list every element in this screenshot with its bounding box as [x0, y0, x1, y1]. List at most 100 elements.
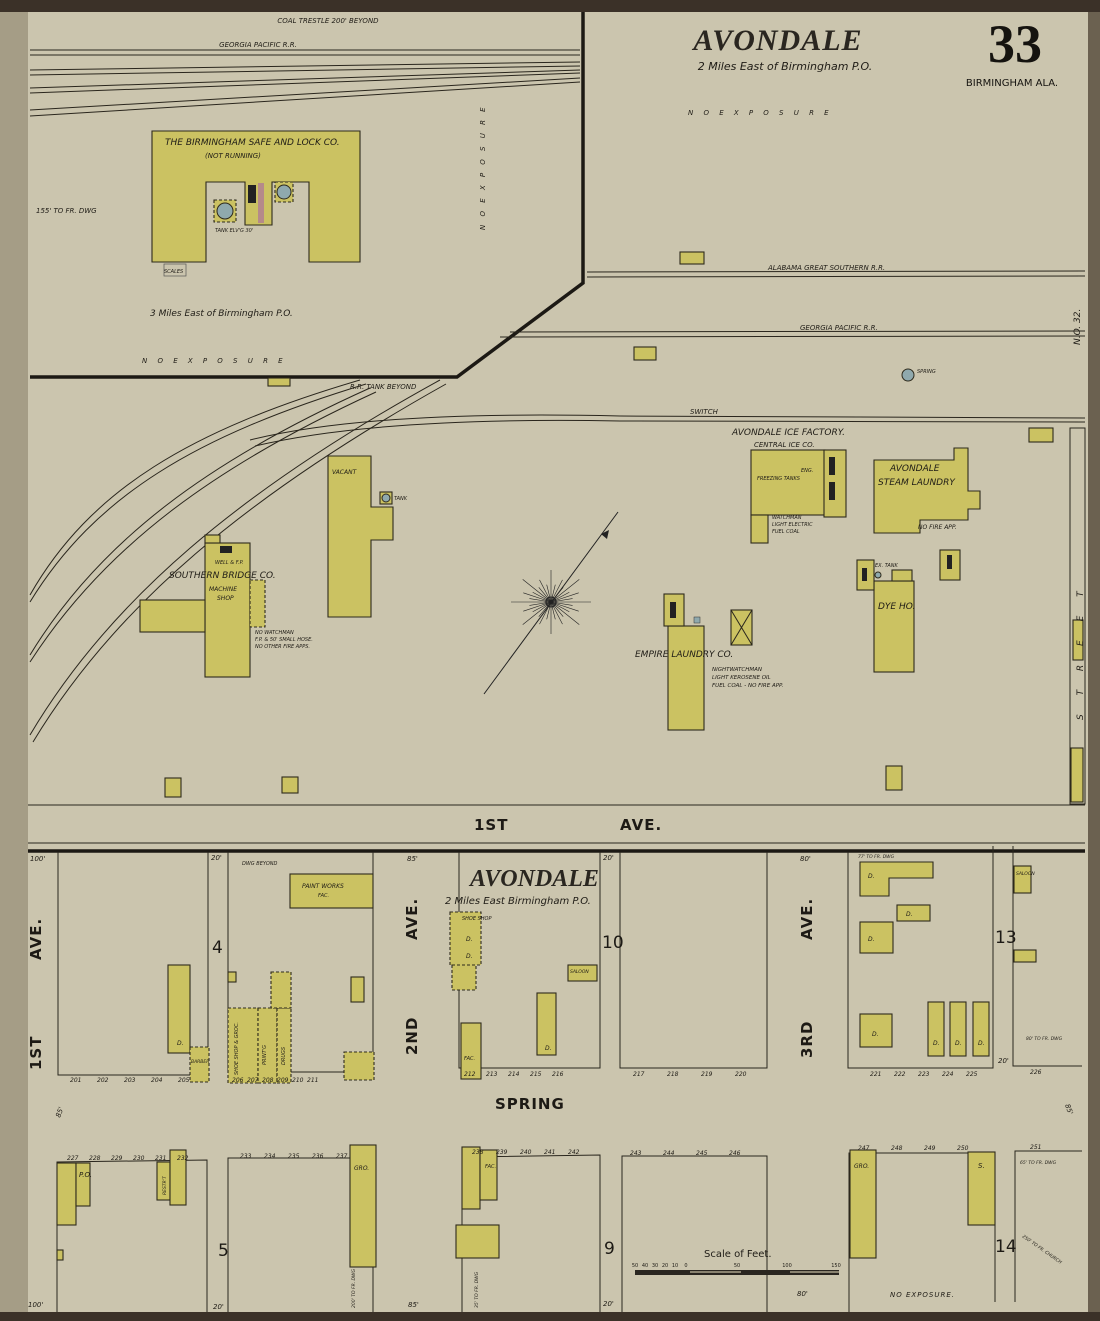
- svg-text:20': 20': [213, 1303, 224, 1311]
- spring-label: SPRING: [917, 369, 936, 375]
- avondale-steam-laundry: [873, 447, 981, 534]
- grocery-label: GRO.: [854, 1163, 869, 1170]
- compass-ray: [539, 601, 552, 625]
- first-ave-vertical-1: 1ST: [27, 1036, 45, 1070]
- empire-note-2: LIGHT KEROSENE OIL: [712, 675, 771, 681]
- coal-trestle-label: COAL TRESTLE 200' BEYOND: [277, 17, 379, 25]
- scale-tick-label: 50: [632, 1263, 638, 1269]
- dwelling-label: D.: [955, 1040, 962, 1047]
- block-number: 5: [218, 1241, 229, 1261]
- address-number: 205: [178, 1077, 190, 1084]
- bottom-border: [0, 1312, 1100, 1321]
- safe-lock-name: THE BIRMINGHAM SAFE AND LOCK CO.: [165, 138, 340, 148]
- ex-tank-label: EX. TANK: [875, 563, 899, 569]
- block-number: 13: [995, 928, 1017, 948]
- address-number: 239: [496, 1149, 508, 1156]
- compass-ray: [546, 601, 552, 620]
- compass-ray: [550, 601, 580, 625]
- compass-ray: [550, 579, 563, 603]
- birmingham-safe-lock-building: [151, 130, 361, 263]
- sheet-number: 33: [988, 14, 1042, 74]
- freezing-tanks-label: FREEZING TANKS: [757, 476, 801, 482]
- address-number: 250: [957, 1145, 969, 1152]
- georgia-pacific-railroad: [499, 330, 1086, 338]
- alabama-gs-rr-label: ALABAMA GREAT SOUTHERN R.R.: [767, 264, 885, 272]
- svg-text:100': 100': [28, 1301, 43, 1309]
- spring-street-label: SPRING: [495, 1095, 565, 1113]
- compass-ray: [522, 579, 552, 603]
- dwelling-label: D.: [906, 911, 913, 918]
- compass-ray: [532, 591, 552, 603]
- svg-text:85': 85': [54, 1106, 65, 1119]
- address-number: 221: [870, 1071, 881, 1078]
- map-title: AVONDALE: [691, 24, 862, 57]
- spring-icon: [901, 368, 915, 382]
- scale-tick-label: 50: [734, 1263, 740, 1269]
- tank-label: TANK: [394, 496, 408, 502]
- address-number: 236: [312, 1153, 324, 1160]
- grocery-label: GRO.: [354, 1165, 369, 1172]
- scale-label: Scale of Feet.: [704, 1249, 772, 1260]
- address-number: 206: [232, 1077, 244, 1084]
- address-number: 209: [277, 1077, 289, 1084]
- no-exposure-top: N O E X P O S U R E: [688, 109, 833, 117]
- well-label: WELL & F.P.: [215, 560, 244, 566]
- address-number: 216: [552, 1071, 564, 1078]
- dwg-beyond-label: DWG BEYOND: [242, 861, 277, 867]
- lower-title: AVONDALE: [468, 866, 599, 892]
- right-street-strip: [1069, 427, 1086, 805]
- svg-text:85': 85': [407, 855, 418, 863]
- address-number: 222: [894, 1071, 906, 1078]
- distance-note: 3 Miles East of Birmingham P.O.: [150, 309, 293, 319]
- ice-note-2: LIGHT ELECTRIC: [772, 522, 813, 528]
- dwelling-label: D.: [177, 1040, 184, 1047]
- address-number: 212: [464, 1071, 476, 1078]
- compass-ray: [538, 601, 552, 617]
- svg-text:80': 80': [800, 855, 811, 863]
- scale-tick-label: 30: [652, 1263, 658, 1269]
- avondale-ice-factory: [750, 449, 847, 544]
- compass-ray: [550, 598, 573, 603]
- rr-tank-label: R.R. TANK BEYOND: [350, 383, 417, 391]
- compass-ray: [550, 579, 580, 603]
- dwelling-label: D.: [872, 1031, 879, 1038]
- no-exposure-bottom: NO EXPOSURE.: [890, 1291, 955, 1299]
- page-edge: [1088, 12, 1100, 1312]
- small-building: [633, 346, 657, 361]
- address-number: 234: [264, 1153, 276, 1160]
- first-ave-label-2: AVE.: [620, 816, 662, 834]
- boiler-icon: [947, 555, 952, 569]
- address-number: 214: [508, 1071, 520, 1078]
- machine-shop-2: SHOP: [217, 595, 234, 602]
- scale-bar: [635, 1270, 839, 1275]
- svg-text:20': 20': [211, 854, 222, 862]
- vacant-label: VACANT: [332, 469, 358, 476]
- scale-tick-label: 20: [662, 1263, 668, 1269]
- ice-note-1: WATCHMAN: [772, 515, 802, 521]
- third-ave-label-2: AVE.: [798, 898, 816, 940]
- address-number: 207: [247, 1077, 259, 1084]
- dye-house-label: DYE HO.: [878, 602, 915, 612]
- compass-ray: [550, 584, 556, 603]
- scale-tick-label: 10: [672, 1263, 678, 1269]
- scale-tick-label: 40: [642, 1263, 648, 1269]
- svg-text:20': 20': [998, 1057, 1009, 1065]
- address-number: 218: [667, 1071, 679, 1078]
- machine-shop-1: MACHINE: [209, 586, 237, 593]
- address-number: 243: [630, 1150, 642, 1157]
- section-boundary: [30, 12, 585, 379]
- block-number: 10: [602, 933, 624, 953]
- svg-text:20': 20': [603, 854, 614, 862]
- small-building: [267, 377, 291, 387]
- engine-label: ENG.: [801, 468, 813, 474]
- first-ave-label-1: 1ST: [474, 816, 508, 834]
- dye-house: [856, 559, 915, 673]
- switch-track: [249, 414, 1086, 447]
- empire-laundry: [663, 593, 753, 731]
- block-number: 14: [995, 1237, 1017, 1257]
- dwelling-label: D.: [545, 1045, 552, 1052]
- address-number: 237: [336, 1153, 348, 1160]
- adjoining-sheet-label: N.O. 32.: [1073, 309, 1083, 345]
